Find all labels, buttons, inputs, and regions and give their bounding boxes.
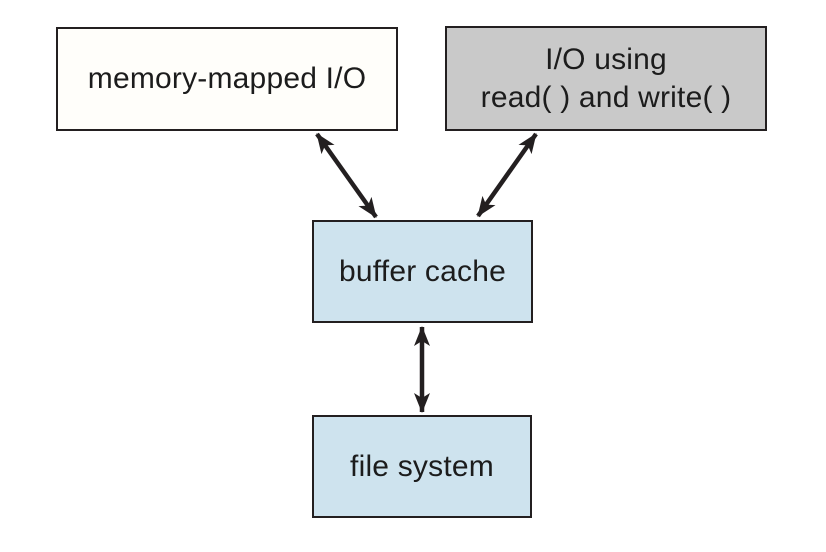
node-io-read-write: I/O using read( ) and write( ) — [445, 26, 767, 131]
node-label: memory-mapped I/O — [87, 62, 367, 96]
node-file-system: file system — [312, 415, 532, 518]
node-label: buffer cache — [339, 254, 506, 288]
edge-memory-mapped-io-to-buffer-cache — [315, 132, 378, 219]
node-label: file system — [350, 449, 494, 483]
node-label: I/O using read( ) and write( ) — [480, 43, 732, 114]
node-memory-mapped-io: memory-mapped I/O — [56, 27, 398, 131]
edge-io-read-write-to-buffer-cache — [476, 132, 538, 218]
node-buffer-cache: buffer cache — [312, 220, 533, 323]
